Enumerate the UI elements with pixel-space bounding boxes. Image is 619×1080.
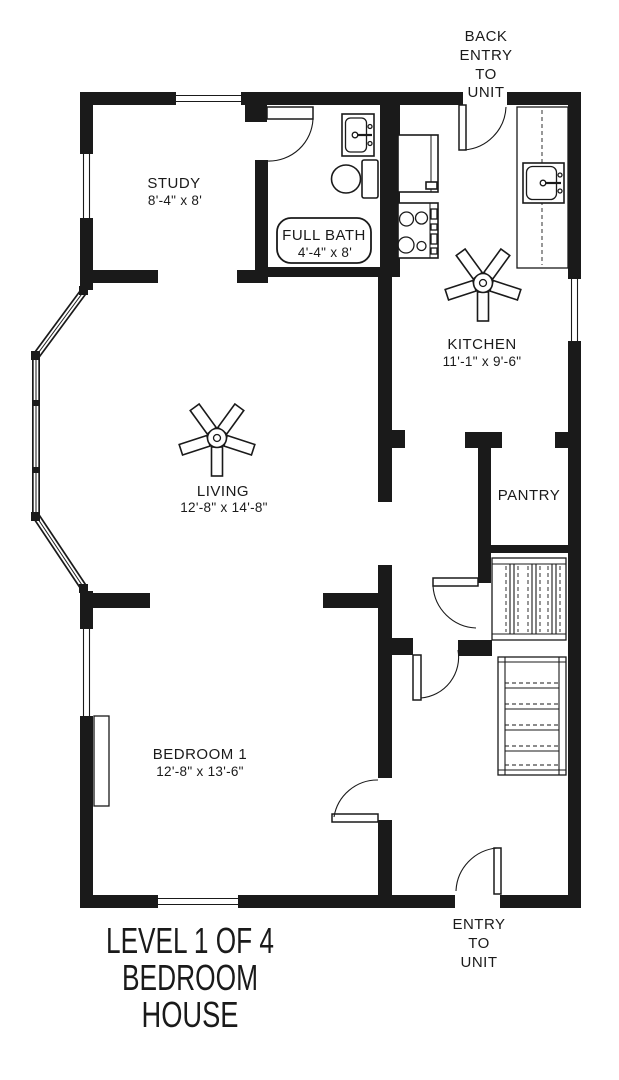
hall-door-lower — [412, 649, 460, 701]
toilet-icon — [330, 159, 379, 199]
entry-line-2: TO — [468, 935, 490, 952]
outer-walls — [80, 92, 581, 908]
ceiling-fan-living-icon — [178, 402, 256, 477]
stove-icon — [397, 202, 439, 259]
back-entry-annotation: BACK ENTRY TO UNIT — [459, 28, 512, 101]
kitchen-sink-icon — [522, 162, 565, 204]
study-left-window-icon — [80, 151, 93, 221]
bath-door — [266, 106, 314, 162]
back-entry-line-1: BACK — [465, 28, 508, 45]
bedroom-1-label: BEDROOM 1 — [153, 746, 248, 763]
entry-annotation: ENTRY TO UNIT — [452, 916, 505, 971]
bedroom-left-window-icon — [80, 626, 93, 719]
entry-line-1: ENTRY — [452, 916, 505, 933]
entry-line-3: UNIT — [461, 954, 498, 971]
back-entry-door — [458, 104, 507, 151]
kitchen-label: KITCHEN — [447, 336, 516, 353]
pantry-label: PANTRY — [498, 487, 560, 504]
plan-title-line-2: BEDROOM — [122, 957, 258, 998]
kitchen-right-window-icon — [568, 276, 581, 344]
bedroom-1-dims: 12'-8" x 13'-6" — [156, 764, 244, 779]
hall-door-upper — [432, 577, 479, 629]
interior-walls — [80, 105, 568, 895]
bedroom-dresser-icon — [93, 715, 110, 807]
bedroom-door — [331, 779, 379, 823]
ceiling-fan-kitchen-icon — [444, 247, 522, 322]
living-dims: 12'-8" x 14'-8" — [180, 500, 268, 515]
full-bath-dims: 4'-4" x 8' — [298, 245, 352, 260]
plan-title-line-3: HOUSE — [142, 994, 239, 1035]
closet-shelves-icon — [491, 557, 567, 641]
bedroom-bottom-window-icon — [155, 895, 241, 908]
back-entry-line-3: TO — [475, 66, 497, 83]
windows — [80, 92, 581, 908]
full-bath-label-box: FULL BATH 4'-4" x 8' — [276, 217, 372, 264]
plan-title-line-1: LEVEL 1 OF 4 — [106, 920, 274, 961]
plan-title: LEVEL 1 OF 4 BEDROOM HOUSE — [106, 920, 274, 1035]
study-label: STUDY — [147, 175, 200, 192]
study-top-window-icon — [173, 92, 244, 105]
entry-door — [455, 847, 502, 895]
refrigerator-icon — [397, 134, 439, 193]
bay-window-icon — [31, 286, 88, 593]
living-label: LIVING — [197, 483, 249, 500]
full-bath-label: FULL BATH — [282, 227, 366, 244]
staircase-icon — [497, 656, 567, 776]
bathroom-sink-icon — [341, 113, 375, 157]
study-dims: 8'-4" x 8' — [148, 193, 202, 208]
kitchen-dims: 11'-1" x 9'-6" — [443, 354, 522, 369]
room-labels: STUDY 8'-4" x 8' FULL BATH 4'-4" x 8' KI… — [147, 175, 560, 779]
back-entry-line-4: UNIT — [468, 84, 505, 101]
back-entry-line-2: ENTRY — [459, 47, 512, 64]
